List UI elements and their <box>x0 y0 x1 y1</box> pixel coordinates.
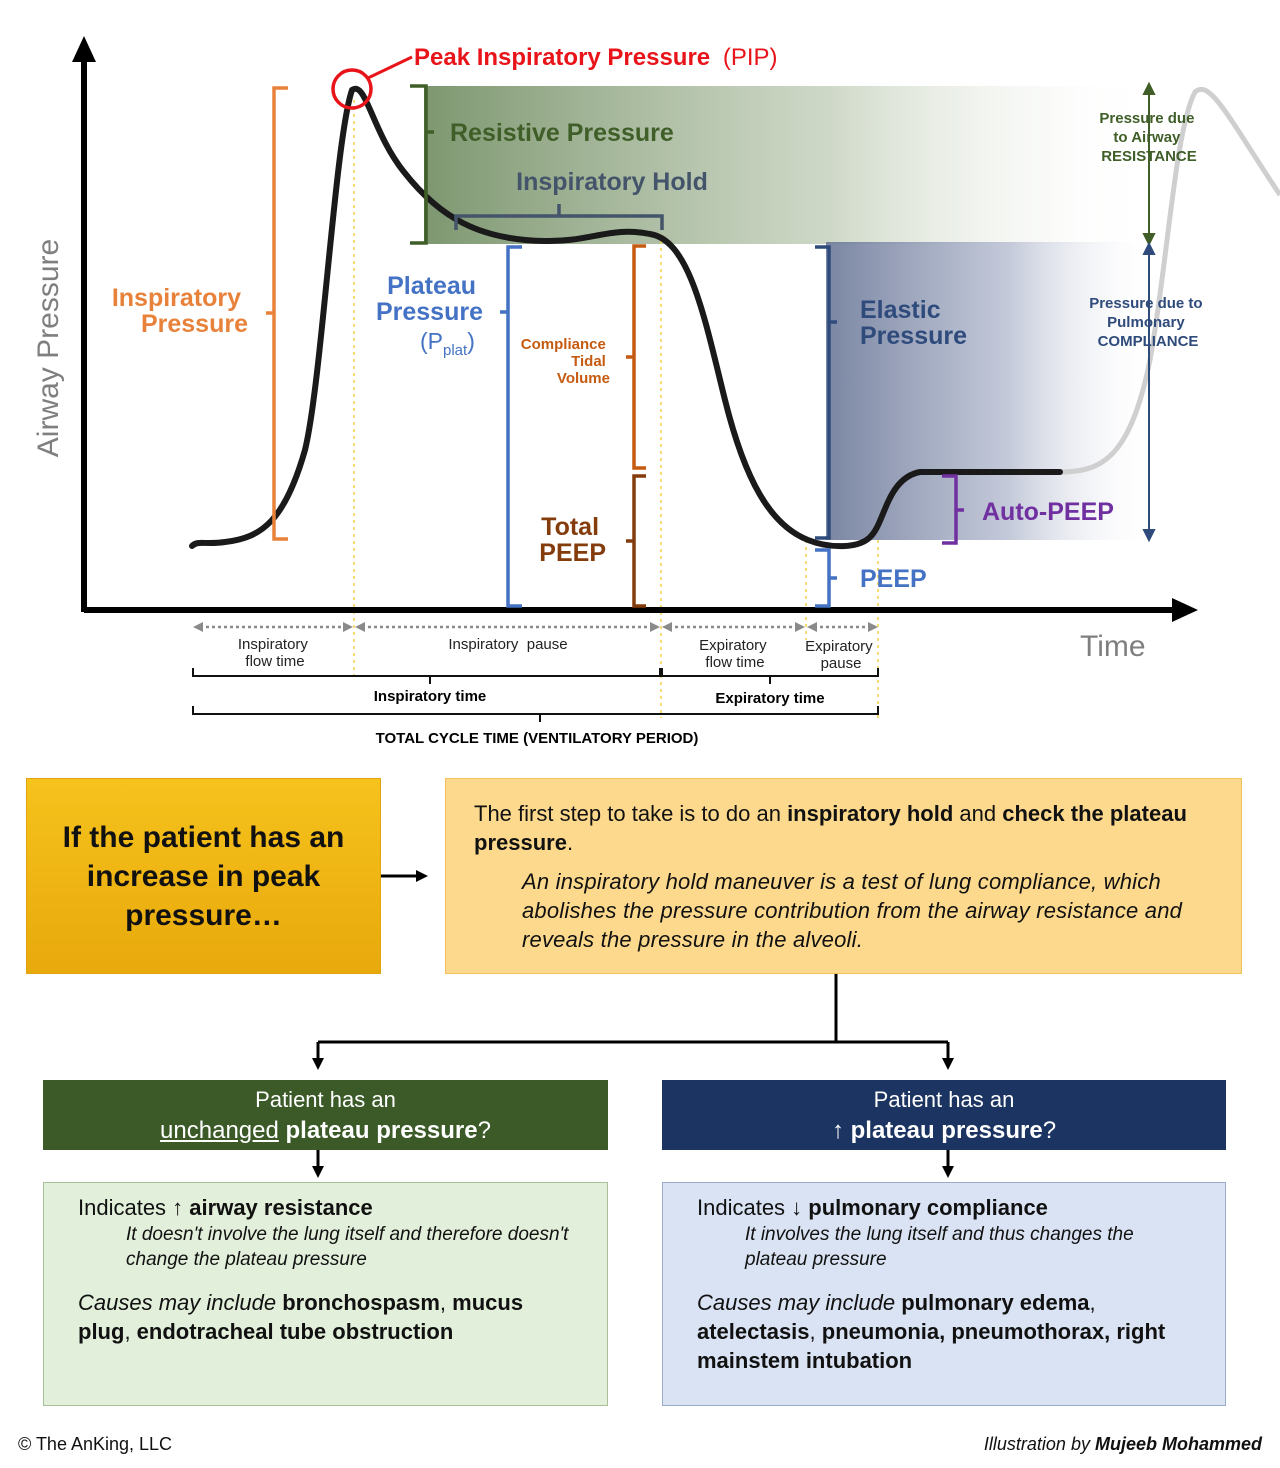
pip-leader <box>367 55 413 80</box>
resistive-pressure-label: Resistive Pressure <box>450 119 674 147</box>
increased-plateau-header: Patient has an ↑ plateau pressure? <box>662 1080 1226 1150</box>
ventilator-pressure-diagram: Peak Inspiratory Pressure (PIP) Inspirat… <box>32 36 1280 1070</box>
insp-time-label: Inspiratory time <box>374 688 487 705</box>
airway-resistance-box: Indicates ↑ airway resistance It doesn't… <box>43 1182 608 1406</box>
airway-resistance-note: Pressure due to Airway RESISTANCE <box>1099 110 1198 165</box>
x-axis-arrowhead <box>1172 598 1198 622</box>
exp-flow-time-label: Expiratory flow time <box>699 637 771 671</box>
pressure-waveform <box>189 85 1063 550</box>
total-peep-label: Total PEEP <box>539 513 606 567</box>
total-peep-bracket <box>626 474 646 608</box>
resistance-causes: Causes may include bronchospasm, mucus p… <box>78 1290 524 1344</box>
auto-peep-bracket <box>942 474 964 545</box>
timeline-arrowheads <box>193 622 878 632</box>
first-step-box: The first step to take is to do an inspi… <box>445 778 1242 974</box>
resistive-pressure-region <box>424 86 1158 244</box>
header-to-content-arrows <box>312 1150 954 1178</box>
elastic-pressure-label: Elastic Pressure <box>860 296 967 350</box>
resistance-note: It doesn't involve the lung itself and t… <box>126 1224 569 1270</box>
compliance-arrow <box>1142 241 1156 543</box>
elastic-pressure-region <box>826 242 1158 540</box>
y-axis-label: Airway Pressure <box>32 239 65 457</box>
copyright: © The AnKing, LLC <box>18 1434 173 1454</box>
trigger-text: If the patient has an increase in peak p… <box>62 820 345 932</box>
plateau-pressure-symbol: (Pplat) <box>420 328 475 359</box>
compliance-note-text: It involves the lung itself and thus cha… <box>745 1224 1134 1270</box>
auto-peep-label: Auto-PEEP <box>982 498 1114 526</box>
time-guide-lines <box>353 100 879 718</box>
insp-pause-label: Inspiratory pause <box>448 636 567 653</box>
inspiratory-hold-label: Inspiratory Hold <box>516 168 708 196</box>
peep-label: PEEP <box>860 565 927 593</box>
up-arrow-icon: ↑ <box>831 1117 844 1144</box>
pip-marker <box>331 68 373 110</box>
pip-label: Peak Inspiratory Pressure (PIP) <box>414 44 778 71</box>
pulmonary-compliance-box: Indicates ↓ pulmonary compliance It invo… <box>662 1182 1226 1406</box>
timeline-brackets <box>192 668 879 722</box>
resistance-arrow <box>1142 81 1156 247</box>
peak-pressure-trigger-box: If the patient has an increase in peak p… <box>26 778 381 974</box>
next-breath-curve <box>1059 86 1280 475</box>
axes <box>81 52 1180 613</box>
insp-flow-time-label: Inspiratory flow time <box>238 636 312 670</box>
x-axis-label: Time <box>1080 630 1146 663</box>
illustration-credit: Illustration by Mujeeb Mohammed <box>983 1434 1262 1454</box>
elastic-pressure-bracket <box>815 245 837 540</box>
plateau-pressure-bracket <box>500 245 522 608</box>
unchanged-plateau-header: Patient has an unchanged plateau pressur… <box>43 1080 608 1150</box>
exp-time-label: Expiratory time <box>715 690 824 707</box>
inspiratory-hold-note: An inspiratory hold maneuver is a test o… <box>522 869 1183 952</box>
inspiratory-hold-bracket <box>454 204 664 230</box>
up-arrow-icon: ↑ <box>172 1195 184 1220</box>
plateau-pressure-label: Plateau Pressure <box>376 272 483 326</box>
peep-bracket <box>815 548 837 608</box>
total-cycle-label: TOTAL CYCLE TIME (VENTILATORY PERIOD) <box>376 730 699 747</box>
compliance-note: Pressure due to Pulmonary COMPLIANCE <box>1089 295 1207 350</box>
flow-arrowheads <box>312 870 954 1070</box>
resistive-pressure-bracket <box>410 84 434 245</box>
compliance-tidal-volume-label: Compliance Tidal Volume <box>521 336 610 387</box>
y-axis-arrowhead <box>72 36 96 62</box>
inspiratory-pressure-label: Inspiratory Pressure <box>112 284 248 338</box>
inspiratory-pressure-bracket <box>266 86 288 541</box>
compliance-tidal-volume-bracket <box>626 244 646 470</box>
first-step-text: The first step to take is to do an inspi… <box>474 801 1187 855</box>
exp-pause-label: Expiratory pause <box>805 638 877 672</box>
compliance-causes: Causes may include pulmonary edema, atel… <box>697 1290 1166 1373</box>
down-arrow-icon: ↓ <box>791 1195 803 1220</box>
